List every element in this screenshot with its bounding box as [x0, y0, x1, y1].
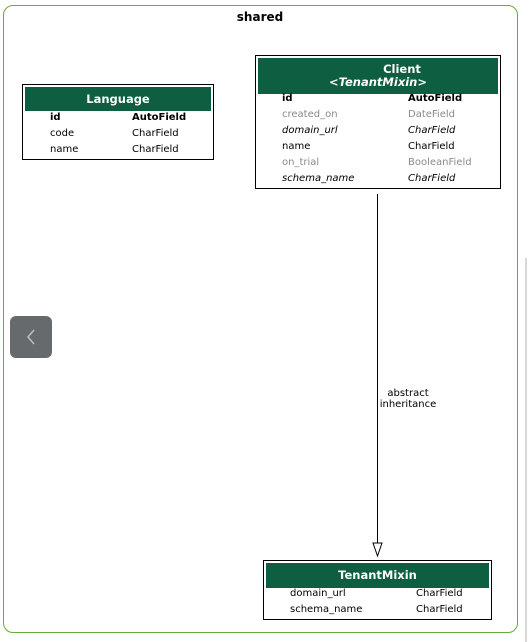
field-name: schema_name — [290, 604, 363, 615]
field-type: DateField — [408, 109, 455, 120]
field-type: BooleanField — [408, 157, 472, 168]
field-name: code — [50, 128, 75, 139]
field-row: name CharField — [256, 139, 500, 155]
previous-button[interactable] — [10, 316, 52, 358]
model-client: Client <TenantMixin> id AutoField created_… — [255, 55, 501, 189]
model-tenantmixin-header: TenantMixin — [266, 563, 489, 588]
field-name: domain_url — [290, 588, 346, 599]
field-name: name — [50, 144, 79, 155]
model-client-subtitle: <TenantMixin> — [329, 75, 427, 89]
field-type: AutoField — [408, 93, 463, 104]
field-name: schema_name — [282, 173, 355, 184]
chevron-left-icon — [26, 329, 35, 345]
model-language-header: Language — [25, 87, 211, 111]
field-name: id — [50, 112, 61, 123]
field-type: CharField — [416, 588, 463, 599]
field-row: name CharField — [23, 142, 213, 158]
inheritance-arrowhead — [372, 542, 383, 558]
edge-label-line1: abstract — [387, 388, 429, 399]
field-type: CharField — [408, 141, 455, 152]
model-tenantmixin-title: TenantMixin — [338, 568, 417, 582]
cluster-shared — [3, 5, 518, 633]
field-type: CharField — [132, 144, 179, 155]
field-name: created_on — [282, 109, 338, 120]
field-name: id — [282, 93, 293, 104]
field-row: on_trial BooleanField — [256, 155, 500, 171]
field-name: on_trial — [282, 157, 320, 168]
model-client-title: Client — [383, 62, 421, 76]
scrollbar-edge — [525, 258, 527, 642]
field-name: name — [282, 141, 311, 152]
field-type: CharField — [416, 604, 463, 615]
field-row: id AutoField — [256, 91, 500, 107]
field-row: id AutoField — [23, 110, 213, 126]
field-type: AutoField — [132, 112, 187, 123]
field-row: domain_url CharField — [264, 586, 491, 602]
field-type: CharField — [408, 125, 456, 136]
model-language-title: Language — [86, 92, 150, 106]
field-type: CharField — [132, 128, 179, 139]
model-client-header: Client <TenantMixin> — [258, 58, 498, 94]
field-type: CharField — [408, 173, 456, 184]
field-name: domain_url — [282, 125, 338, 136]
field-row: schema_name CharField — [264, 602, 491, 618]
field-row: created_on DateField — [256, 107, 500, 123]
field-row: schema_name CharField — [256, 171, 500, 187]
field-row: domain_url CharField — [256, 123, 500, 139]
edge-label: abstract inheritance — [373, 388, 443, 410]
edge-label-line2: inheritance — [379, 399, 437, 410]
cluster-title: shared — [236, 10, 284, 24]
field-row: code CharField — [23, 126, 213, 142]
